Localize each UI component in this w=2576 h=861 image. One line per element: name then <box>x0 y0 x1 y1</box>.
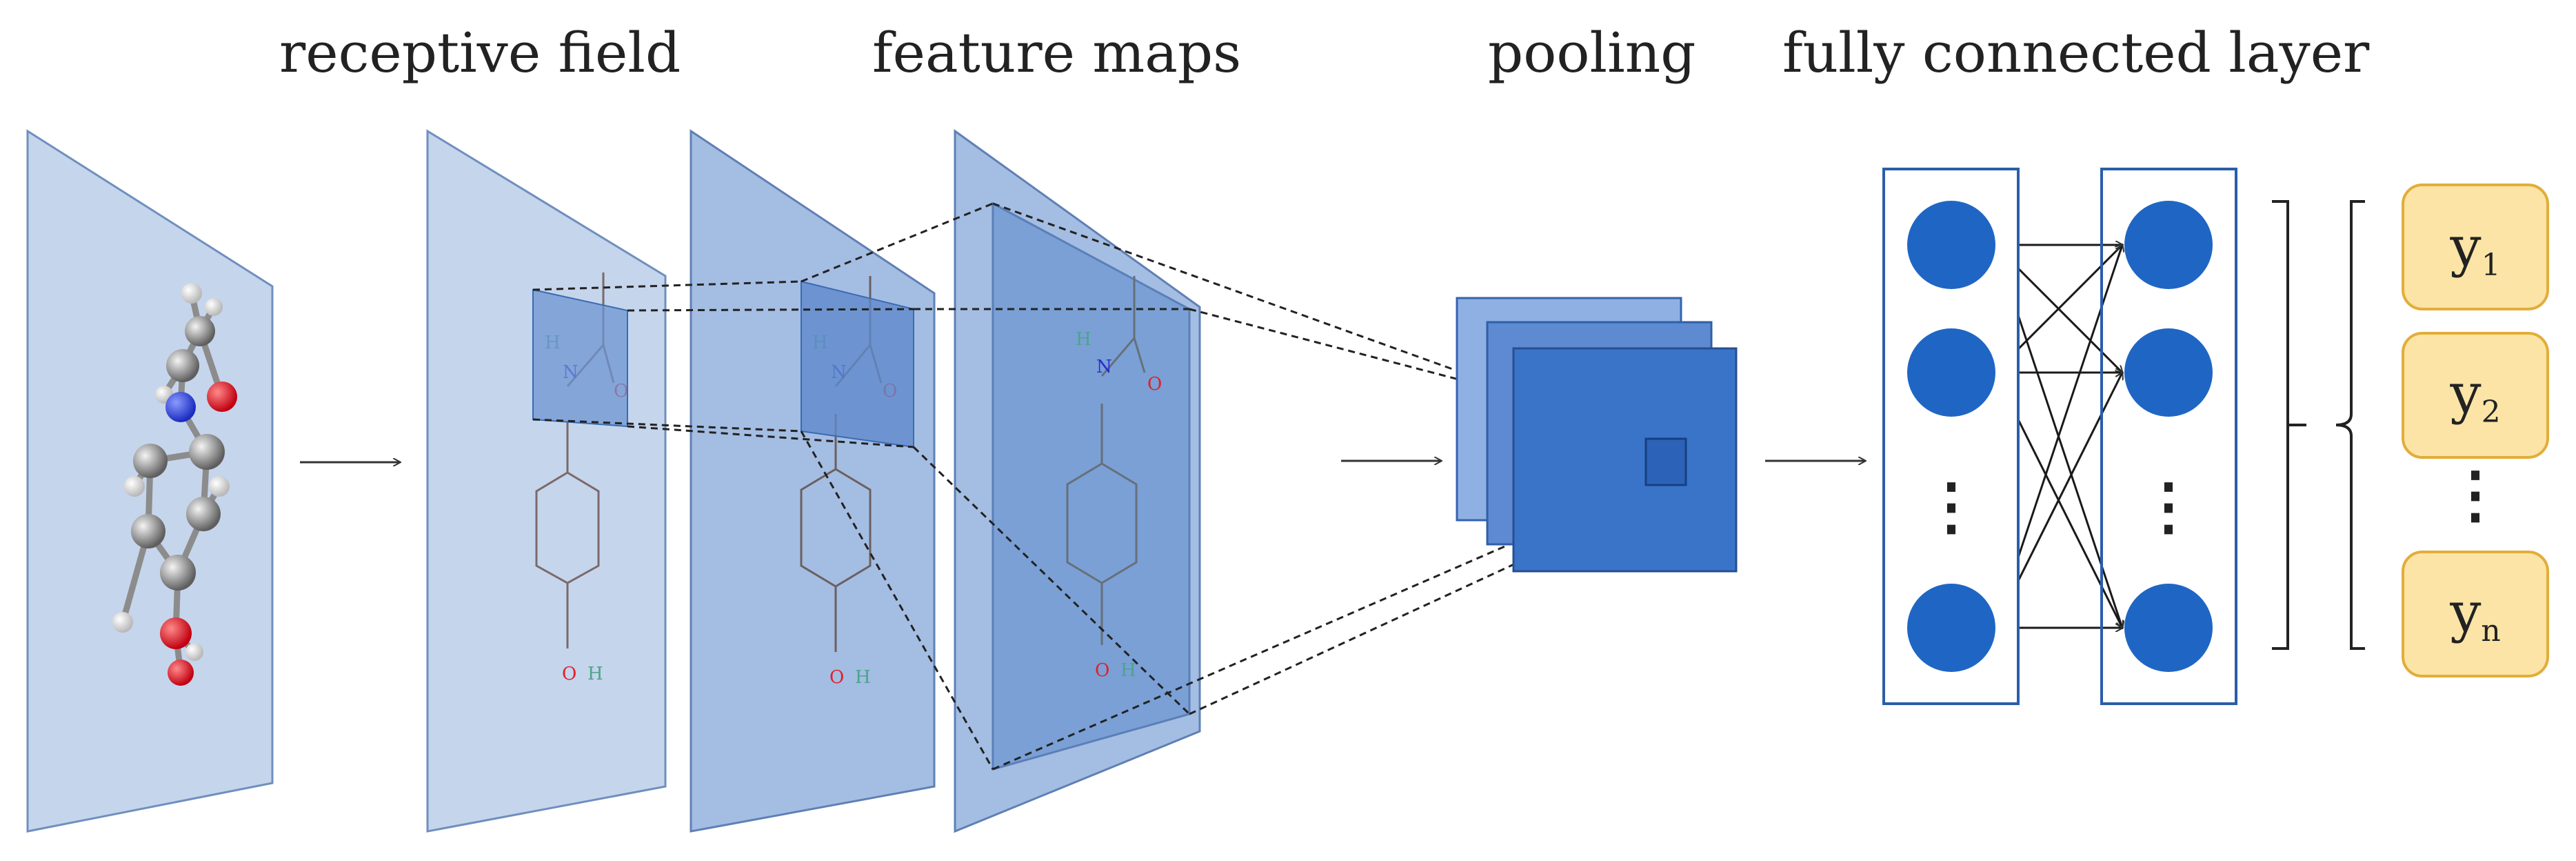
output-y2-sub: 2 <box>2482 395 2501 430</box>
heading-receptive-field: receptive field <box>279 21 681 85</box>
feature-map-window <box>801 280 914 448</box>
output-y1: y1 <box>2402 184 2549 310</box>
fc-node <box>1907 201 1995 289</box>
atom-label-o-bottom: O <box>562 664 576 684</box>
atom-label-h: H <box>1076 329 1091 350</box>
fc-layer-1-ellipsis: ⋮ <box>1920 470 1982 543</box>
output-y1-base: y <box>2449 215 2481 279</box>
pool-map-3 <box>1512 347 1738 573</box>
fc-node <box>2124 328 2213 417</box>
receptive-field-plane: N H O O H <box>426 129 667 833</box>
feature-map-plane-2: N H O O H <box>954 129 1201 833</box>
heading-pooling: pooling <box>1488 21 1696 85</box>
output-yn-sub: n <box>2481 613 2500 649</box>
atom-label-o-bottom: O <box>829 667 844 688</box>
output-y2-base: y <box>2449 362 2481 426</box>
fc-node <box>2124 584 2213 672</box>
atom-label-o: O <box>1147 374 1162 395</box>
output-y2: y2 <box>2402 332 2549 459</box>
output-ellipsis: ⋮ <box>2444 458 2506 531</box>
output-yn: yn <box>2402 551 2549 677</box>
left-brace <box>2335 200 2365 650</box>
pooling-window <box>1644 437 1687 486</box>
fc-layer-2-ellipsis: ⋮ <box>2137 470 2200 543</box>
atom-label-h-bottom: H <box>1120 660 1136 681</box>
svg-text:y1: y1 <box>2449 215 2500 283</box>
output-yn-base: y <box>2449 580 2481 644</box>
fc-node <box>1907 584 1995 672</box>
atom-label-h-bottom: H <box>587 664 603 684</box>
heading-feature-maps: feature maps <box>872 21 1242 85</box>
svg-text:y2: y2 <box>2449 362 2500 430</box>
atom-label-n: N <box>1096 357 1112 377</box>
pooling-stack <box>1456 297 1738 573</box>
output-y1-sub: 1 <box>2482 248 2501 283</box>
molecule-atoms <box>112 283 237 686</box>
svg-text:yn: yn <box>2449 580 2501 649</box>
heading-fully-connected-layer: fully connected layer <box>1782 21 2370 85</box>
fc-layer-1: ⋮ <box>1882 168 2020 705</box>
fc-node <box>2124 201 2213 289</box>
structure-formula-3: N H O O H <box>1066 276 1162 681</box>
atom-label-h-bottom: H <box>855 667 871 688</box>
atom-label-o-bottom: O <box>1095 660 1109 681</box>
fc-layer-2: ⋮ <box>2100 168 2237 705</box>
fc-node <box>1907 328 1995 417</box>
feature-map-plane-1: N H O O H <box>690 129 936 833</box>
fc-layer-2-frame <box>2100 168 2237 705</box>
receptive-field-window <box>532 288 628 428</box>
right-bracket <box>2272 200 2306 650</box>
